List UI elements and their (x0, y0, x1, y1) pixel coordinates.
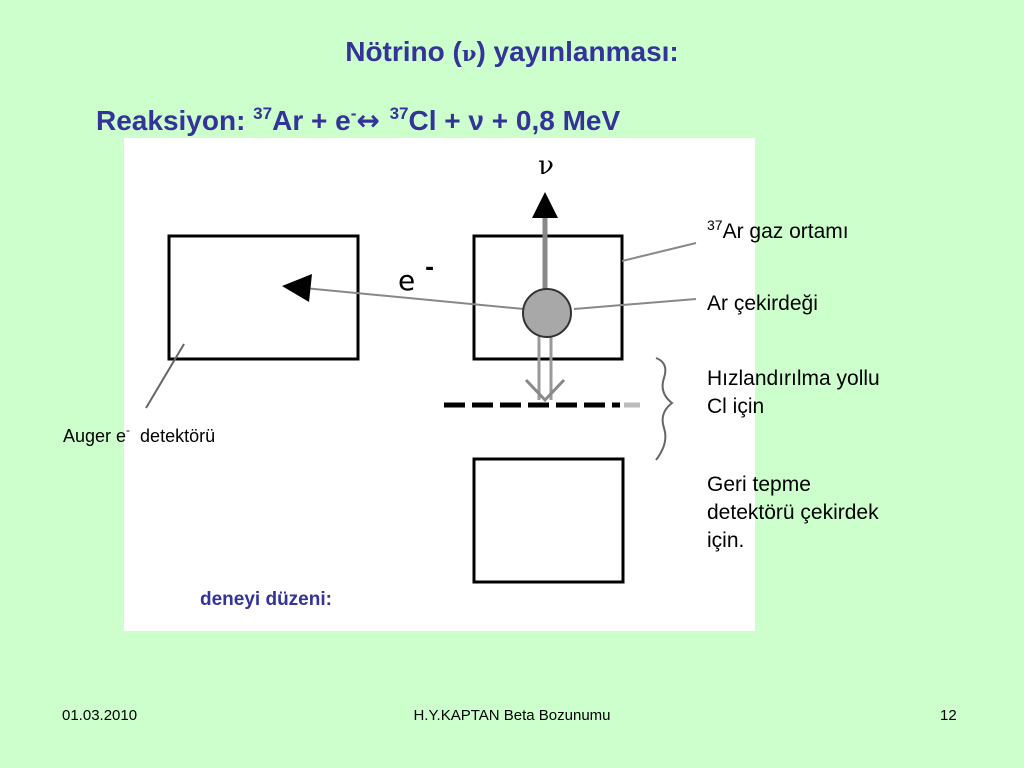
auger-label-line (145, 343, 185, 409)
reaction-equation: Reaksiyon: 37Ar + e-↔ 37Cl + ν + 0,8 MeV (96, 104, 620, 137)
auger-detector-box (167, 234, 360, 361)
reaction-mass-cl: 37 (389, 104, 409, 123)
acceleration-brace (655, 357, 674, 461)
acceleration-label-line2: Cl için (707, 395, 765, 418)
auger-detector-label: Auger e- detektörü (63, 423, 216, 447)
reaction-prefix: Reaksiyon: (96, 105, 254, 136)
neutrino-arrow-head (532, 192, 558, 218)
neutrino-symbol: ν (538, 151, 554, 181)
recoil-label-line3: için. (707, 529, 745, 552)
electron-charge: - (425, 256, 434, 281)
electron-label: e (398, 264, 415, 297)
acceleration-label-line1: Hızlandırılma yollu (707, 367, 880, 390)
recoil-label-line2: detektörü çekirdek (707, 501, 879, 524)
gas-label-line (621, 242, 697, 262)
slide-title: Nötrino (ν) yayınlanması: (0, 36, 1024, 68)
electron-arrow-head (282, 274, 312, 302)
recoil-arrow-head (524, 378, 566, 403)
auger-label-suffix: detektörü (130, 426, 216, 446)
title-text: Nötrino ( (345, 36, 462, 67)
recoil-detector-box (472, 457, 625, 584)
reaction-rhs: Cl + ν + 0,8 MeV (408, 105, 621, 136)
nucleus-label: Ar çekirdeği (707, 292, 818, 315)
reaction-lhs: Ar + e (272, 105, 351, 136)
title-nu-symbol: ν (461, 41, 477, 66)
gas-chamber-box (472, 234, 624, 361)
footer-title: H.Y.KAPTAN Beta Bozunumu (413, 707, 611, 724)
reaction-electron-charge: - (350, 104, 357, 123)
experiment-diagram: ν e - (145, 151, 697, 584)
footer-page-number: 12 (940, 707, 957, 724)
nucleus-label-line (573, 298, 697, 310)
recoil-label-line1: Geri tepme (707, 473, 811, 496)
recoil-label: Geri tepme detektörü çekirdek için. (707, 471, 879, 555)
auger-label-charge: - (126, 423, 131, 437)
auger-label-text: Auger e (63, 426, 127, 446)
reaction-mass-ar: 37 (253, 104, 273, 123)
electron-path-line (303, 287, 525, 310)
ar-nucleus (522, 288, 572, 338)
gas-label-text: Ar gaz ortamı (722, 220, 849, 243)
diagram-caption: deneyi düzeni: (200, 589, 332, 610)
footer-date: 01.03.2010 (62, 707, 138, 724)
gas-label-mass: 37 (707, 217, 723, 233)
diagram-panel: ν e - (124, 138, 755, 631)
title-text-end: ) yayınlanması: (476, 36, 679, 67)
acceleration-label: Hızlandırılma yollu Cl için (707, 365, 880, 421)
gas-label: 37Ar gaz ortamı (707, 218, 849, 246)
reaction-arrow: ↔ (356, 104, 390, 137)
